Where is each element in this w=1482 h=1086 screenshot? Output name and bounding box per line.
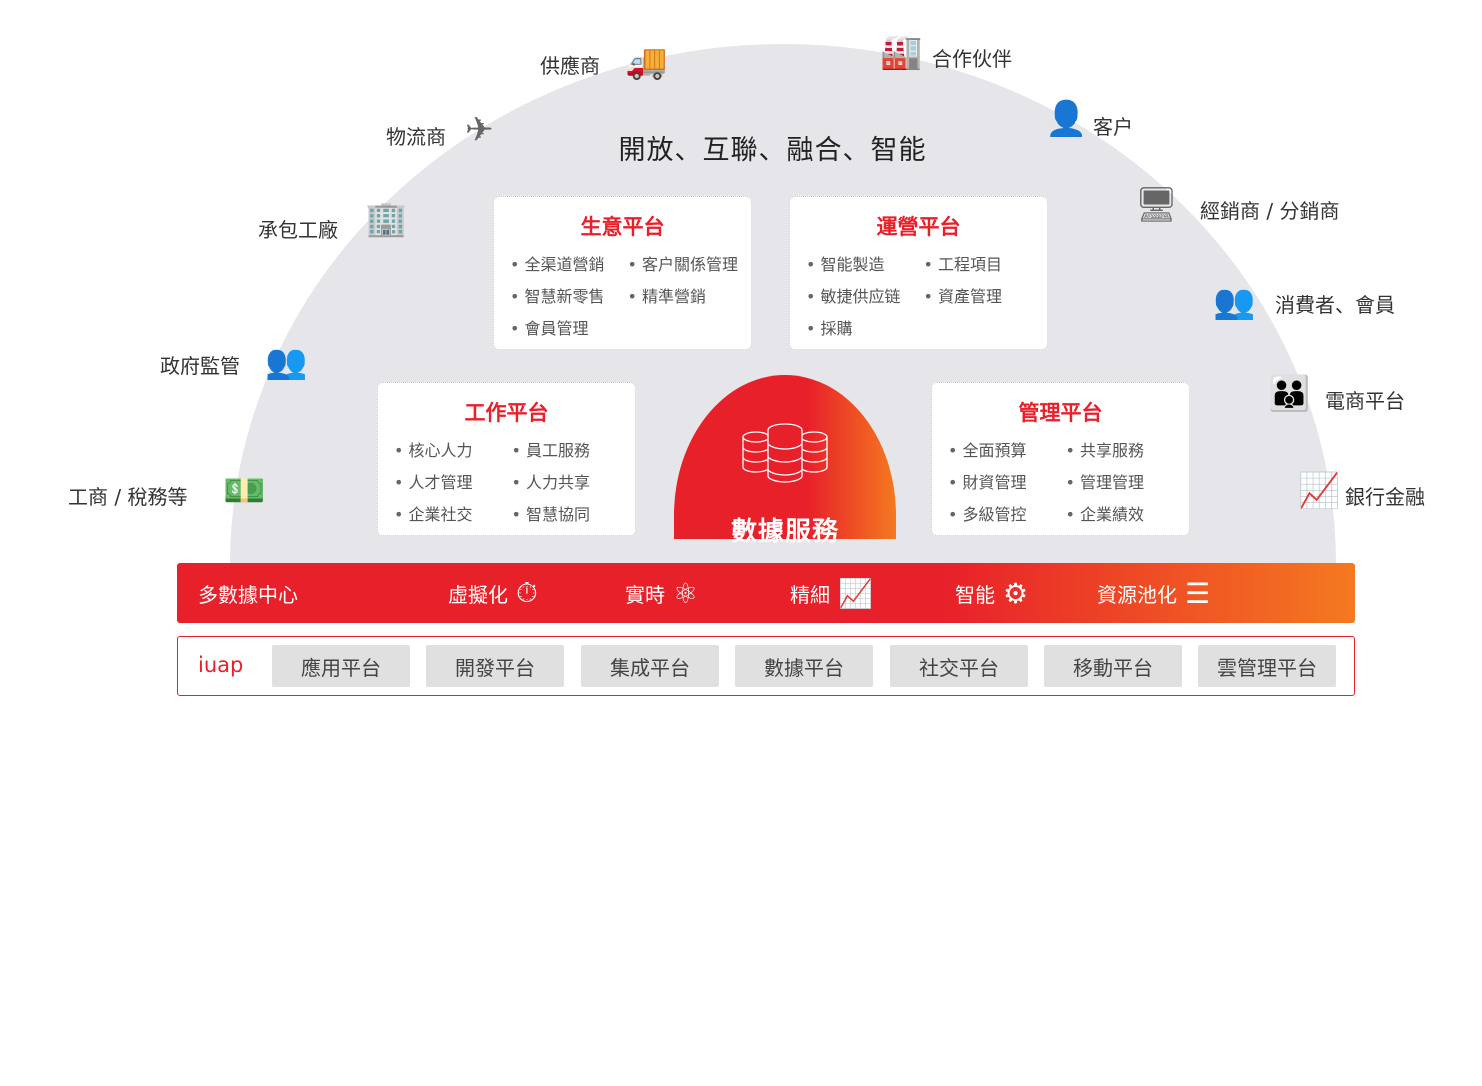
label-customer: 客户 [1093,115,1133,139]
presenter-icon: 📈 [1298,471,1341,511]
card-business-platform: 生意平台 全渠道營銷客户關係管理智慧新零售精準營銷會員管理 [493,196,752,350]
headline: 開放、互聯、融合、智能 [618,135,927,166]
list-item: 智慧新零售 [510,283,628,307]
label-contractor: 承包工廠 [258,218,338,242]
list-item: 會員管理 [510,315,628,339]
bar-label: 虛擬化 [448,582,508,607]
people-cycle-icon: 👥 [265,342,308,382]
head-gear-icon: ⚙ [1003,576,1029,610]
list-item: 智能製造 [806,251,924,275]
card-work-platform: 工作平台 核心人力員工服務人才管理人力共享企業社交智慧協同 [377,382,636,536]
truck-icon: 🚚 [625,42,668,82]
card-title: 管理平台 [1018,401,1103,425]
platform-data: 數據平台 [735,645,873,687]
platform-integration: 集成平台 [581,645,719,687]
list-item: 敏捷供应链 [806,283,924,307]
list-item: 員工服務 [512,437,630,461]
list-item: 客户關係管理 [628,251,746,275]
card-title: 運營平台 [876,215,961,239]
money-icon: 💵 [223,471,266,511]
card-operations-platform: 運營平台 智能製造工程項目敏捷供应链資產管理採購 [789,196,1048,350]
list-item: 人才管理 [394,469,512,493]
customer-icon: 👤 [1045,99,1088,139]
server-icon: ☰ [1185,576,1211,610]
building-icon: 🏢 [365,199,408,239]
list-item: 企業績效 [1066,501,1184,525]
core-title: 數據服務 [730,517,839,547]
list-item: 全面預算 [948,437,1066,461]
card-title: 工作平台 [464,401,549,425]
iuap-bar: iuap 應用平台 開發平台 集成平台 數據平台 社交平台 移動平台 雲管理平台 [177,636,1355,696]
virtualization: 虛擬化 ⏱ [448,563,538,623]
card-management-platform: 管理平台 全面預算共享服務財資管理管理管理多級管控企業績效 [931,382,1190,536]
group-icon: 👪 [1268,374,1311,414]
bar-label: 多數據中心 [198,582,298,607]
iuap-label: iuap [198,653,244,677]
bar-chart-icon: 📈 [838,576,873,610]
list-item: 企業社交 [394,501,512,525]
platform-dev: 開發平台 [426,645,564,687]
list-item: 核心人力 [394,437,512,461]
list-item: 採購 [806,315,924,339]
label-bank: 銀行金融 [1345,485,1425,509]
list-item: 工程項目 [924,251,1042,275]
list-item: 人力共享 [512,469,630,493]
fine-grained: 精細 📈 [790,563,873,623]
list-item: 智慧協同 [512,501,630,525]
label-partner: 合作伙伴 [932,47,1012,71]
platform-social: 社交平台 [890,645,1028,687]
factory-icon: 🏭 [880,32,923,72]
consumers-icon: 👥 [1213,282,1256,322]
platform-app: 應用平台 [272,645,410,687]
list-item: 精準營銷 [628,283,746,307]
intelligent: 智能 ⚙ [955,563,1028,623]
plane-icon: ✈ [465,110,494,150]
bar-label: 實時 [625,582,665,607]
dealer-screen-icon: 🖥 [1135,185,1179,225]
multi-datacenter: 多數據中心 [198,563,298,623]
bar-label: 資源池化 [1097,582,1177,607]
list-item: 資產管理 [924,283,1042,307]
label-tax: 工商 / 稅務等 [68,485,188,509]
infrastructure-bar: 多數據中心 虛擬化 ⏱ 實時 ⚛ 精細 📈 智能 ⚙ 資源池化 ☰ [177,563,1355,623]
platform-cloud-mgmt: 雲管理平台 [1198,645,1336,687]
realtime: 實時 ⚛ [625,563,698,623]
label-logistics: 物流商 [386,125,446,149]
resource-pooling: 資源池化 ☰ [1097,563,1210,623]
list-item: 管理管理 [1066,469,1184,493]
database-icon [674,423,896,493]
bar-label: 智能 [955,582,995,607]
list-item: 全渠道營銷 [510,251,628,275]
card-title: 生意平台 [580,215,665,239]
atom-icon: ⚛ [673,576,699,610]
list-item: 多級管控 [948,501,1066,525]
stopwatch-icon: ⏱ [516,576,538,609]
label-ecommerce: 電商平台 [1325,389,1405,413]
label-supplier: 供應商 [540,54,600,78]
label-consumer: 消費者、會員 [1275,293,1395,317]
label-dealer: 經銷商 / 分銷商 [1200,199,1340,223]
label-government: 政府監管 [160,354,240,378]
bar-label: 精細 [790,582,830,607]
platform-mobile: 移動平台 [1044,645,1182,687]
list-item: 財資管理 [948,469,1066,493]
list-item: 共享服務 [1066,437,1184,461]
